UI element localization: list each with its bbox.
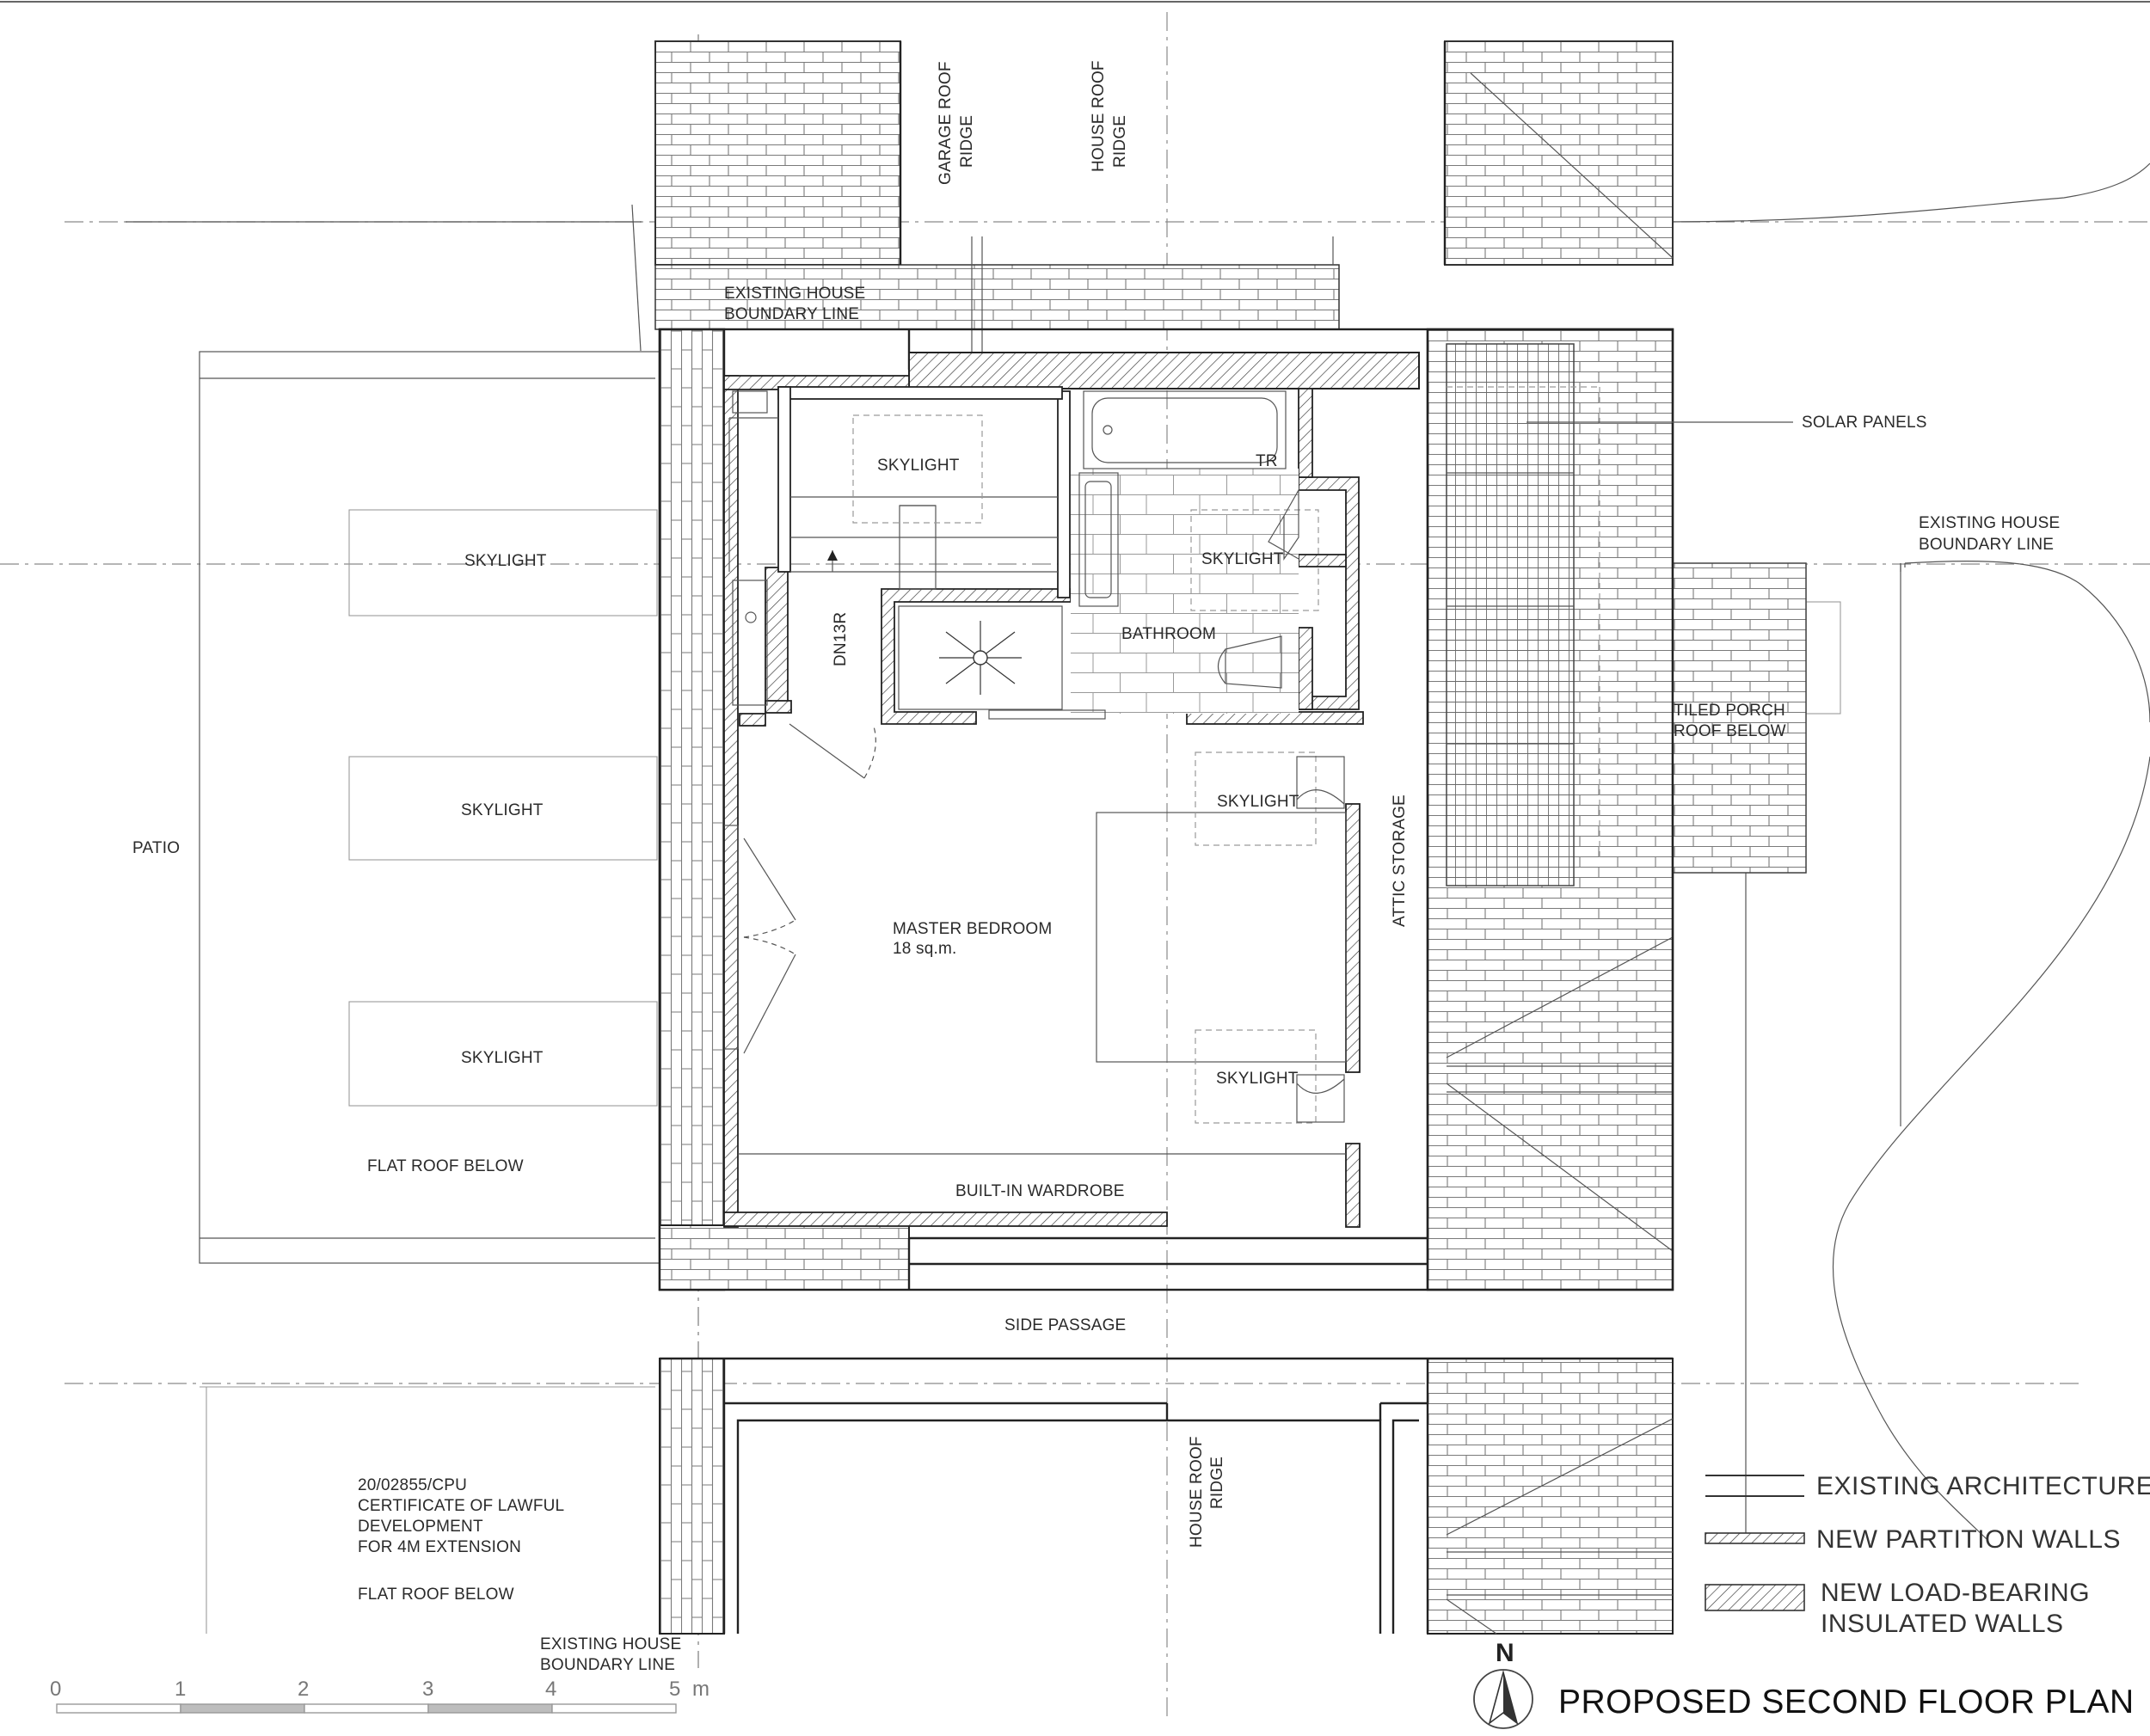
skylight-left-3-label: SKYLIGHT [461, 1049, 544, 1067]
existing-boundary-right-label-2: BOUNDARY LINE [1919, 536, 2054, 554]
existing-boundary-bottom-label-2: BOUNDARY LINE [540, 1656, 675, 1674]
scale-bar: 0 1 2 3 4 5 m [50, 1678, 710, 1714]
patio-label: PATIO [132, 839, 180, 857]
scale-tick-4: 4 [545, 1678, 556, 1701]
scale-tick-1: 1 [175, 1678, 186, 1701]
scale-tick-2: 2 [298, 1678, 309, 1701]
certificate-label-3: DEVELOPMENT [358, 1518, 483, 1536]
main-building [658, 328, 1807, 1291]
legend-insulated-walls: INSULATED WALLS [1821, 1610, 2064, 1638]
existing-boundary-top-label: EXISTING HOUSE [724, 285, 865, 303]
stair-dn-label: DN13R [832, 612, 850, 666]
certificate-label-4: FOR 4M EXTENSION [358, 1538, 521, 1556]
stair [728, 390, 1058, 706]
house-roof-ridge-top-label-2: RIDGE [1111, 115, 1129, 168]
drawing-title: PROPOSED SECOND FLOOR PLAN [1558, 1684, 2135, 1721]
skylight-left-2-label: SKYLIGHT [461, 801, 544, 819]
house-roof-ridge-bottom-label: HOUSE ROOF [1188, 1436, 1206, 1548]
top-roof-masses [654, 40, 1674, 361]
interior-walls [723, 352, 1420, 1228]
bathroom-label: BATHROOM [1121, 625, 1216, 643]
master-area-label: 18 sq.m. [893, 940, 956, 958]
scale-tick-5: 5 [669, 1678, 680, 1701]
bedroom-fixtures [724, 723, 1347, 1155]
north-arrow: N [1473, 1639, 1533, 1729]
house-roof-ridge-bottom-label-2: RIDGE [1208, 1457, 1226, 1509]
bottom-building [659, 1357, 1674, 1635]
skylight-bed-bottom-label: SKYLIGHT [1216, 1070, 1299, 1088]
legend-existing-architecture: EXISTING ARCHITECTURE [1816, 1472, 2150, 1500]
certificate-label-2: CERTIFICATE OF LAWFUL [358, 1497, 564, 1515]
left-site-outline [199, 204, 660, 1634]
flat-roof-below-label-2: FLAT ROOF BELOW [358, 1586, 514, 1604]
existing-boundary-bottom-label: EXISTING HOUSE [540, 1635, 681, 1653]
house-roof-ridge-top-label: HOUSE ROOF [1090, 60, 1108, 172]
tiled-porch-label: TILED PORCH [1674, 702, 1785, 720]
master-bedroom-label: MASTER BEDROOM [893, 920, 1052, 938]
north-label: N [1496, 1639, 1514, 1667]
flat-roof-below-label: FLAT ROOF BELOW [367, 1157, 524, 1175]
existing-boundary-right-label: EXISTING HOUSE [1919, 514, 2060, 532]
certificate-label-1: 20/02855/CPU [358, 1476, 467, 1494]
scale-unit: m [692, 1678, 710, 1701]
bathroom-fixtures [898, 390, 1319, 720]
legend: EXISTING ARCHITECTURE NEW PARTITION WALL… [1705, 1472, 2150, 1638]
attic-storage-label: ATTIC STORAGE [1391, 794, 1409, 927]
skylight-stair-label: SKYLIGHT [877, 457, 960, 475]
scale-tick-3: 3 [422, 1678, 433, 1701]
side-passage-label: SIDE PASSAGE [1004, 1316, 1126, 1334]
garage-roof-ridge-label-2: RIDGE [958, 115, 976, 168]
legend-new-load-bearing: NEW LOAD-BEARING [1821, 1579, 2090, 1607]
skylight-left-1-label: SKYLIGHT [464, 552, 547, 570]
legend-new-partition-walls: NEW PARTITION WALLS [1816, 1525, 2121, 1554]
scale-tick-0: 0 [50, 1678, 61, 1701]
existing-boundary-top-label-2: BOUNDARY LINE [724, 305, 859, 323]
skylight-bed-top-label: SKYLIGHT [1217, 793, 1299, 811]
tiled-porch-label-2: ROOF BELOW [1674, 722, 1786, 740]
room-labels: GARAGE ROOF RIDGE HOUSE ROOF RIDGE EXIST… [132, 60, 2060, 1674]
solar-panels-label: SOLAR PANELS [1802, 414, 1927, 432]
tr-label: TR [1256, 452, 1278, 470]
garage-roof-ridge-label: GARAGE ROOF [937, 61, 955, 185]
skylight-bath-label: SKYLIGHT [1201, 550, 1284, 568]
built-in-wardrobe-label: BUILT-IN WARDROBE [955, 1182, 1125, 1200]
